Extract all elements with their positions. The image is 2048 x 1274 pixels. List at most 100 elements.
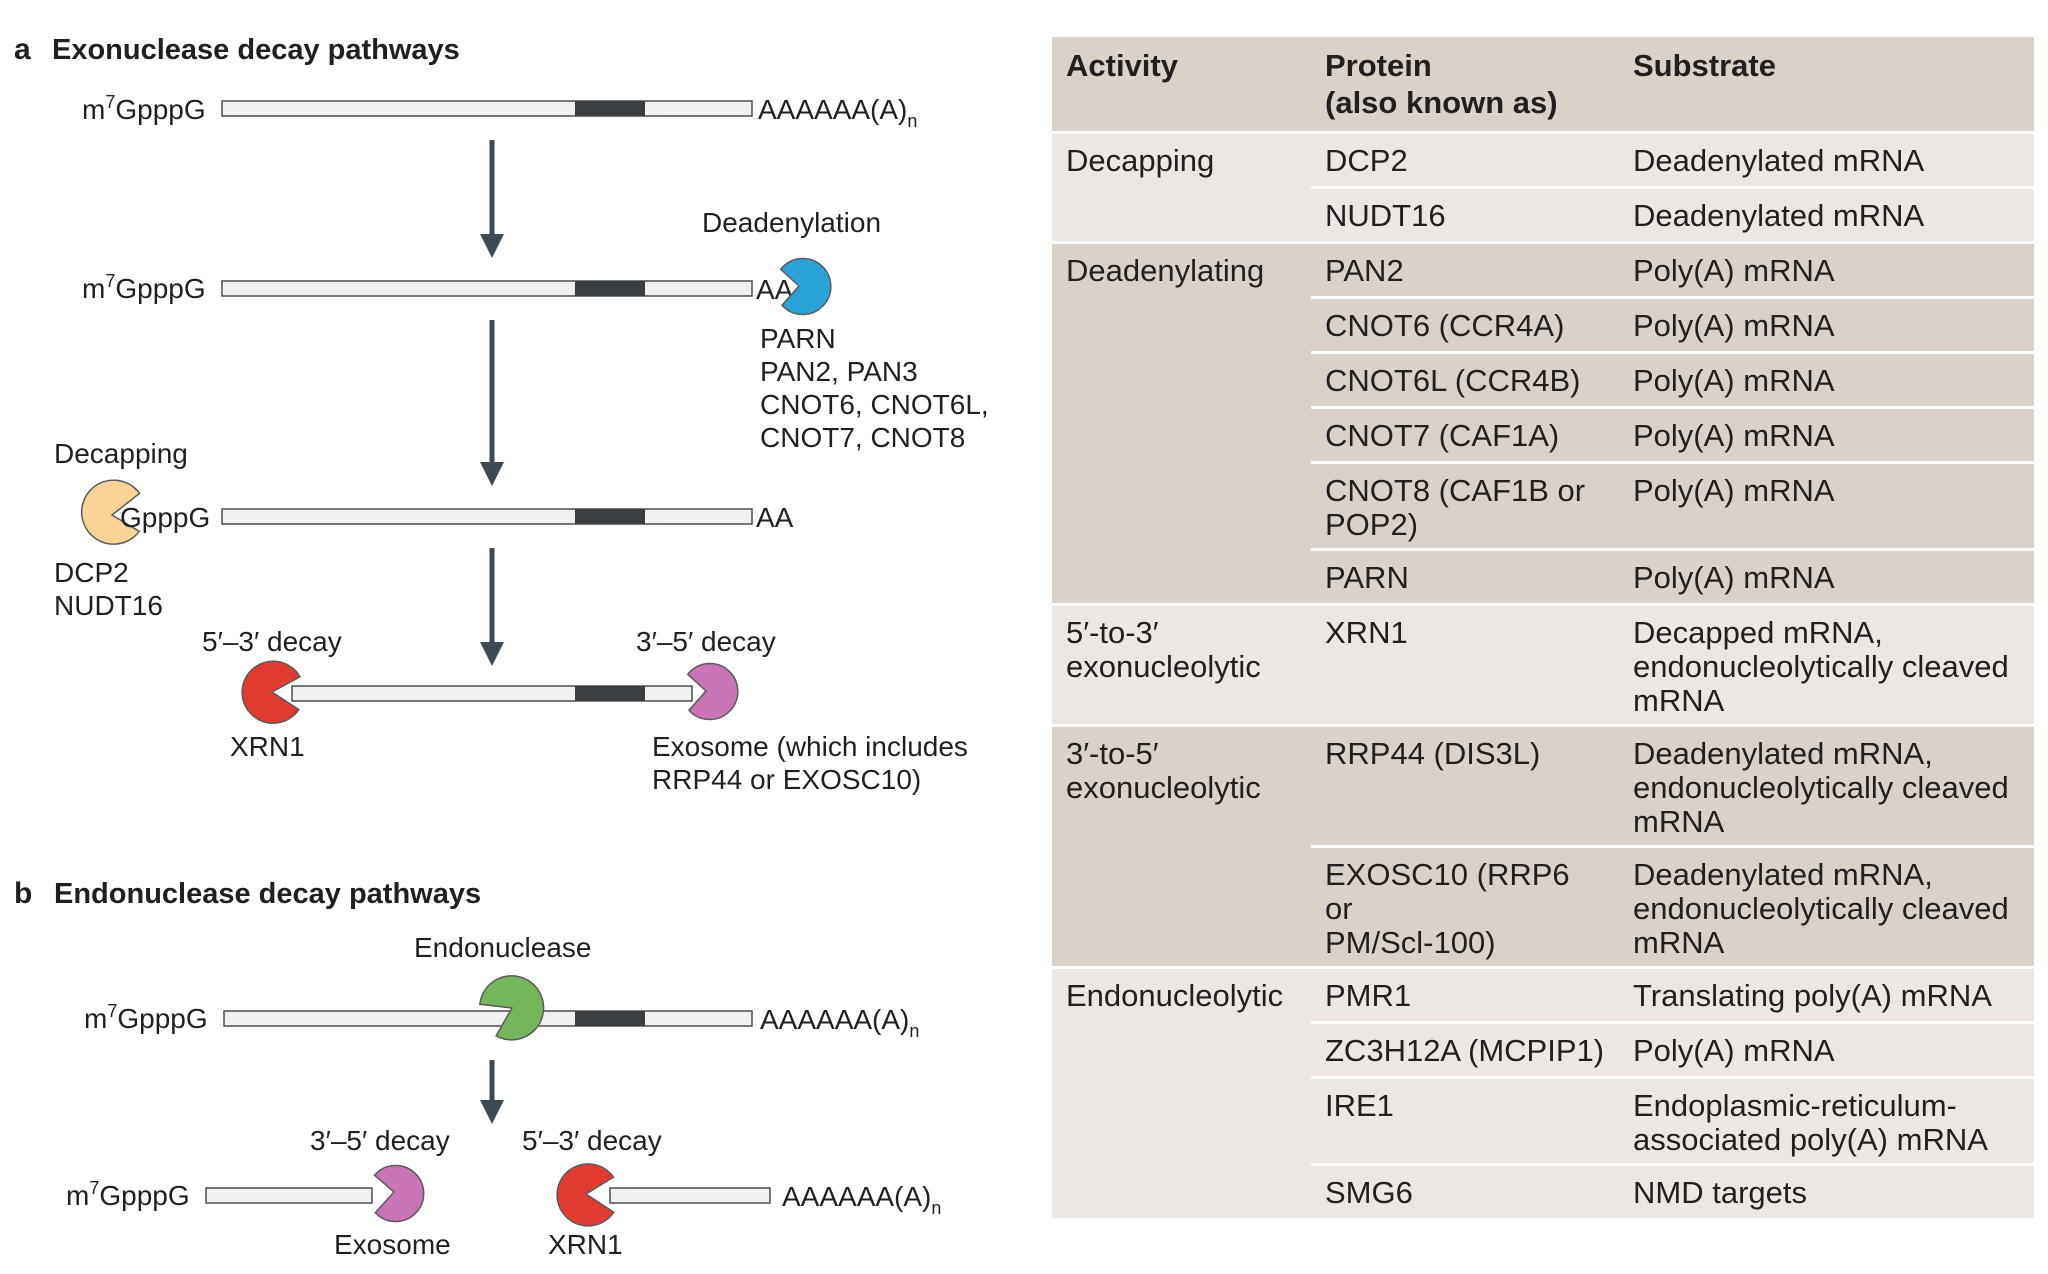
protein-cell: ZC3H12A (MCPIP1) <box>1311 1022 1619 1079</box>
decapping-pacman-icon <box>80 479 141 545</box>
panel-a-title: Exonuclease decay pathways <box>52 34 460 66</box>
mrna-row-a2: Deadenylation m7GpppG AA PARN PAN2, PAN3… <box>82 207 996 453</box>
substrate-cell: Deadenylated mRNA, endonucleolytically c… <box>1619 846 2034 969</box>
mrna-row-b1: Endonuclease m7GpppG AAAAAA(A)n <box>84 932 919 1041</box>
substrate-cell: Poly(A) mRNA <box>1619 1022 2034 1079</box>
cap-label: m7GpppG <box>82 92 206 125</box>
short-tail-label: AA <box>756 502 794 533</box>
endonuclease-pacman-icon <box>478 975 545 1041</box>
table-header-row: Activity Protein (also known as) Substra… <box>1052 37 2034 134</box>
coding-region <box>575 281 645 296</box>
arrow-down-icon <box>480 140 504 258</box>
xrn1-label: XRN1 <box>548 1229 623 1260</box>
polya-tail-label: AAAAAA(A)n <box>758 94 917 131</box>
five-three-decay-label: 5′–3′ decay <box>202 626 342 657</box>
deadenylation-label: Deadenylation <box>702 207 881 238</box>
table-row: CNOT7 (CAF1A)Poly(A) mRNA <box>1052 407 2034 464</box>
substrate-cell: Deadenylated mRNA <box>1619 187 2034 244</box>
protein-cell: CNOT8 (CAF1B or POP2) <box>1311 462 1619 551</box>
substrate-cell: Translating poly(A) mRNA <box>1619 967 2034 1024</box>
table-row: EXOSC10 (RRP6 or PM/Scl-100)Deadenylated… <box>1052 846 2034 969</box>
activity-cell: 3′-to-5′ exonucleolytic <box>1052 725 1311 969</box>
arrow-down-icon <box>480 1060 504 1124</box>
xrn1-pacman-icon <box>241 660 302 724</box>
mrna-body <box>223 1010 753 1027</box>
coding-region <box>575 1011 645 1026</box>
endonuclease-label: Endonuclease <box>414 932 591 963</box>
enzyme-table-panel: Activity Protein (also known as) Substra… <box>1052 37 2034 1254</box>
decapped-cap-label: GpppG <box>120 502 210 533</box>
substrate-cell: Deadenylated mRNA, endonucleolytically c… <box>1619 725 2034 848</box>
substrate-cell: Poly(A) mRNA <box>1619 549 2034 606</box>
protein-cell: PAN2 <box>1311 242 1619 299</box>
substrate-cell: Poly(A) mRNA <box>1619 407 2034 464</box>
exosome-label: Exosome (which includes RRP44 or EXOSC10… <box>652 731 976 795</box>
mrna-row-a3: Decapping GpppG AA DCP2 NUDT16 <box>54 438 794 621</box>
polya-tail-label: AAAAAA(A)n <box>760 1004 919 1041</box>
substrate-cell: Poly(A) mRNA <box>1619 352 2034 409</box>
xrn1-label: XRN1 <box>230 731 305 762</box>
mrna-body <box>221 280 753 297</box>
protein-cell: PMR1 <box>1311 967 1619 1024</box>
protein-cell: IRE1 <box>1311 1077 1619 1166</box>
substrate-cell: NMD targets <box>1619 1164 2034 1221</box>
exosome-pacman-icon <box>686 662 739 721</box>
panel-b-title: Endonuclease decay pathways <box>54 878 481 910</box>
cap-label: m7GpppG <box>82 271 206 304</box>
deadenylase-pacman-icon <box>779 257 832 316</box>
exosome-label: Exosome <box>334 1229 451 1260</box>
protein-cell: CNOT7 (CAF1A) <box>1311 407 1619 464</box>
activity-cell: 5′-to-3′ exonucleolytic <box>1052 604 1311 727</box>
xrn1-pacman-icon <box>556 1163 615 1227</box>
protein-cell: EXOSC10 (RRP6 or PM/Scl-100) <box>1311 846 1619 969</box>
cap-label: m7GpppG <box>66 1178 190 1211</box>
enzyme-table: Activity Protein (also known as) Substra… <box>1052 37 2034 1221</box>
five-prime-fragment <box>205 1187 373 1204</box>
protein-cell: SMG6 <box>1311 1164 1619 1221</box>
activity-cell: Deadenylating <box>1052 242 1311 606</box>
protein-cell: XRN1 <box>1311 604 1619 727</box>
panel-a-letter: a <box>14 33 31 66</box>
arrow-down-icon <box>480 320 504 486</box>
table-row: CNOT6 (CCR4A)Poly(A) mRNA <box>1052 297 2034 354</box>
substrate-cell: Poly(A) mRNA <box>1619 297 2034 354</box>
decapping-enzyme-list: DCP2 NUDT16 <box>54 557 163 621</box>
protein-cell: NUDT16 <box>1311 187 1619 244</box>
mrna-body <box>221 100 753 117</box>
mrna-row-b2: 3′–5′ decay 5′–3′ decay m7GpppG Exosome … <box>66 1125 941 1260</box>
decapping-label: Decapping <box>54 438 188 469</box>
substrate-cell: Poly(A) mRNA <box>1619 242 2034 299</box>
substrate-cell: Poly(A) mRNA <box>1619 462 2034 551</box>
substrate-cell: Endoplasmic-reticulum- associated poly(A… <box>1619 1077 2034 1166</box>
coding-region <box>575 101 645 116</box>
table-row: ZC3H12A (MCPIP1)Poly(A) mRNA <box>1052 1022 2034 1079</box>
coding-region <box>575 686 645 701</box>
mrna-row-a4: 5′–3′ decay 3′–5′ decay XRN1 Exosome (wh… <box>202 626 976 795</box>
activity-cell: Decapping <box>1052 132 1311 244</box>
deadenylase-list: PARN PAN2, PAN3 CNOT6, CNOT6L, CNOT7, CN… <box>760 323 996 453</box>
arrow-down-icon <box>480 548 504 666</box>
protein-cell: RRP44 (DIS3L) <box>1311 725 1619 848</box>
protein-cell: PARN <box>1311 549 1619 606</box>
substrate-cell: Deadenylated mRNA <box>1619 132 2034 189</box>
mrna-row-a1: m7GpppG AAAAAA(A)n <box>82 92 917 131</box>
three-five-decay-label: 3′–5′ decay <box>310 1125 450 1156</box>
header-activity: Activity <box>1052 37 1311 134</box>
table-row: CNOT8 (CAF1B or POP2)Poly(A) mRNA <box>1052 462 2034 551</box>
table-row: CNOT6L (CCR4B)Poly(A) mRNA <box>1052 352 2034 409</box>
decay-pathways-diagram: a Exonuclease decay pathways m7GpppG AAA… <box>14 33 996 1260</box>
activity-cell: Endonucleolytic <box>1052 967 1311 1221</box>
cap-label: m7GpppG <box>84 1001 208 1034</box>
exosome-pacman-icon <box>373 1164 425 1223</box>
three-prime-fragment <box>609 1187 771 1204</box>
polya-tail-label: AAAAAA(A)n <box>782 1181 941 1218</box>
